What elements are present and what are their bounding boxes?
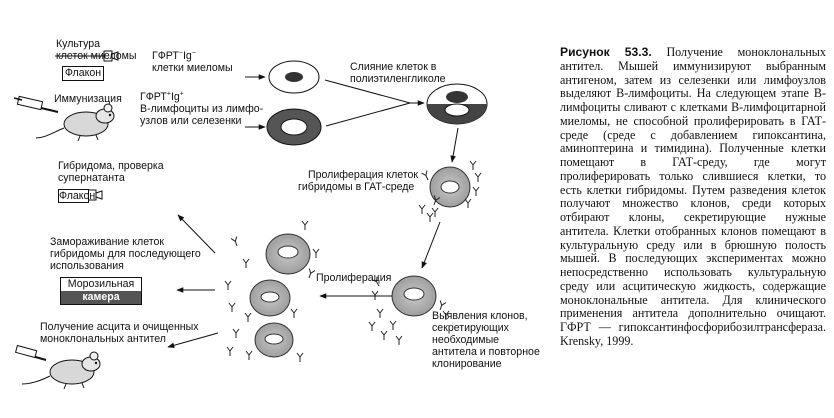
- flask-label-box-1: Флакон: [62, 66, 104, 81]
- fusion-line-top: [324, 79, 411, 104]
- myeloma-cell: [268, 60, 320, 94]
- ascites-label-line2: моноклональных антител: [40, 333, 166, 345]
- ascites-label-line1: Получение асцита и очищенных: [40, 321, 199, 333]
- hybridoma-check-line2: супернатанта: [58, 172, 125, 184]
- culture-label-line2: клеток миеломы: [56, 50, 137, 62]
- arrow-to-ascites: [167, 332, 219, 348]
- arrow-to-hat: [450, 127, 459, 163]
- freezing-label-line2: гибридомы для последующего: [50, 248, 201, 260]
- b-cells-label-line1: В-лимфоциты из лимфо-: [140, 103, 264, 115]
- clone-detection-line5: клонирование: [432, 358, 502, 370]
- fusion-label-line1: Слияние клеток в: [350, 61, 437, 73]
- hgprt-plus-label: ГФРТ+Ig+: [140, 90, 184, 103]
- b-cells-label-line2: узлов или селезенки: [140, 115, 242, 127]
- clone-detection-line1: Выявления клонов,: [432, 310, 528, 322]
- fused-cell: [426, 83, 488, 125]
- immunization-label: Иммунизация: [54, 93, 122, 105]
- hybridoma-check-line1: Гибридома, проверка: [58, 160, 164, 172]
- hybridoma-cluster: [249, 233, 311, 358]
- mouse-injection-icon: [13, 95, 115, 142]
- fusion-label-line2: полиэтиленгликоле: [350, 73, 446, 85]
- caption-title: Рисунок 53.3.: [560, 45, 652, 59]
- culture-label-line1: Культура: [56, 38, 101, 50]
- figure-caption: Рисунок 53.3. Получение моноклональных а…: [560, 45, 826, 349]
- flask-label-box-2: Флакон: [58, 189, 96, 203]
- proliferation-hat-line1: Пролиферация клеток: [308, 169, 419, 181]
- fusion-line-bottom: [325, 102, 411, 127]
- myeloma-cells-label: клетки миеломы: [152, 62, 233, 74]
- freezer-box: Морозильная камера: [60, 277, 142, 305]
- proliferation-label: Пролиферация: [316, 272, 392, 284]
- b-lymphocyte-cell: [266, 108, 322, 146]
- caption-text: Получение моноклональных антител. Мышей …: [560, 45, 826, 348]
- myeloma-flask-icon: [55, 50, 119, 62]
- freezing-label-line3: использования: [50, 260, 124, 272]
- freezer-label-line2: камера: [61, 291, 141, 304]
- arrow-to-flask2: [177, 214, 216, 254]
- clone-detection-line2: секретирующих: [432, 322, 509, 334]
- hybridoma-hat-cell: [429, 166, 471, 208]
- arrow-to-clones: [421, 221, 441, 269]
- freezer-label-line1: Морозильная: [61, 278, 141, 291]
- freezing-label-line1: Замораживание клеток: [50, 236, 164, 248]
- clone-detection-line4: антитела и повторное: [432, 346, 540, 358]
- clone-detection-line3: необходимые: [432, 334, 500, 346]
- hgprt-minus-label: ГФРТ−Ig−: [152, 49, 196, 62]
- proliferation-hat-line2: гибридомы в ГАТ-среде: [298, 181, 415, 193]
- clone-cell: [391, 275, 437, 317]
- mouse-ascites-icon: [14, 344, 101, 390]
